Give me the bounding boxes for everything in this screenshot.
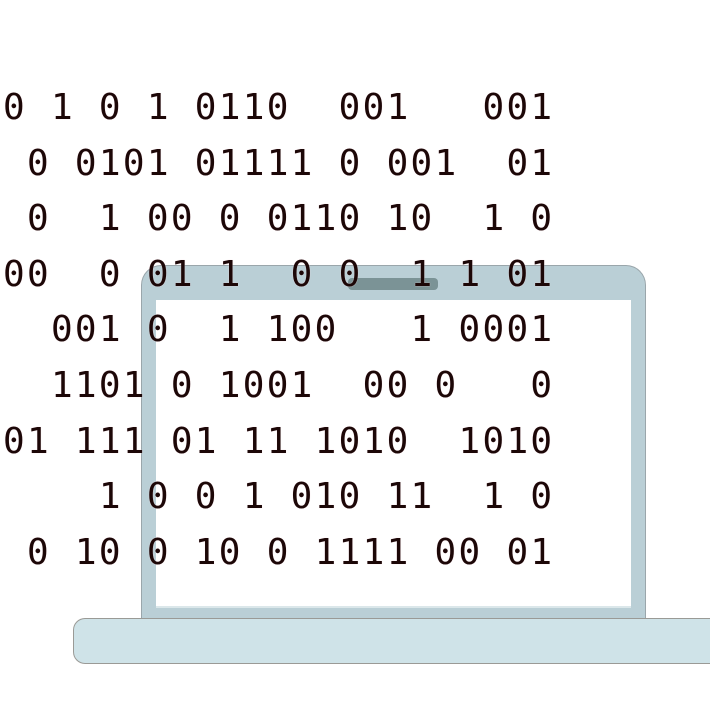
binary-line: 00 0 01 1 0 0 1 1 01 — [3, 253, 555, 295]
binary-line: 0 0101 01111 0 001 01 — [3, 142, 555, 184]
laptop-base — [73, 618, 710, 664]
laptop-screen — [156, 300, 631, 608]
binary-line: 1 0 0 1 010 11 1 0 — [3, 476, 555, 518]
binary-line: 0 10 0 10 0 1111 00 01 — [3, 531, 555, 573]
webcam-bar — [348, 278, 438, 290]
binary-line: 001 0 1 100 1 0001 — [3, 309, 555, 351]
binary-code-overlay: 0 1 0 1 0110 001 001 0 0101 01111 0 001 … — [3, 80, 554, 580]
binary-line: 0 1 00 0 0110 10 1 0 — [3, 198, 555, 240]
binary-line: 1101 0 1001 00 0 0 — [3, 364, 555, 406]
binary-line: 0 1 0 1 0110 001 001 — [3, 87, 555, 128]
binary-line: 01 111 01 11 1010 1010 — [3, 420, 555, 462]
